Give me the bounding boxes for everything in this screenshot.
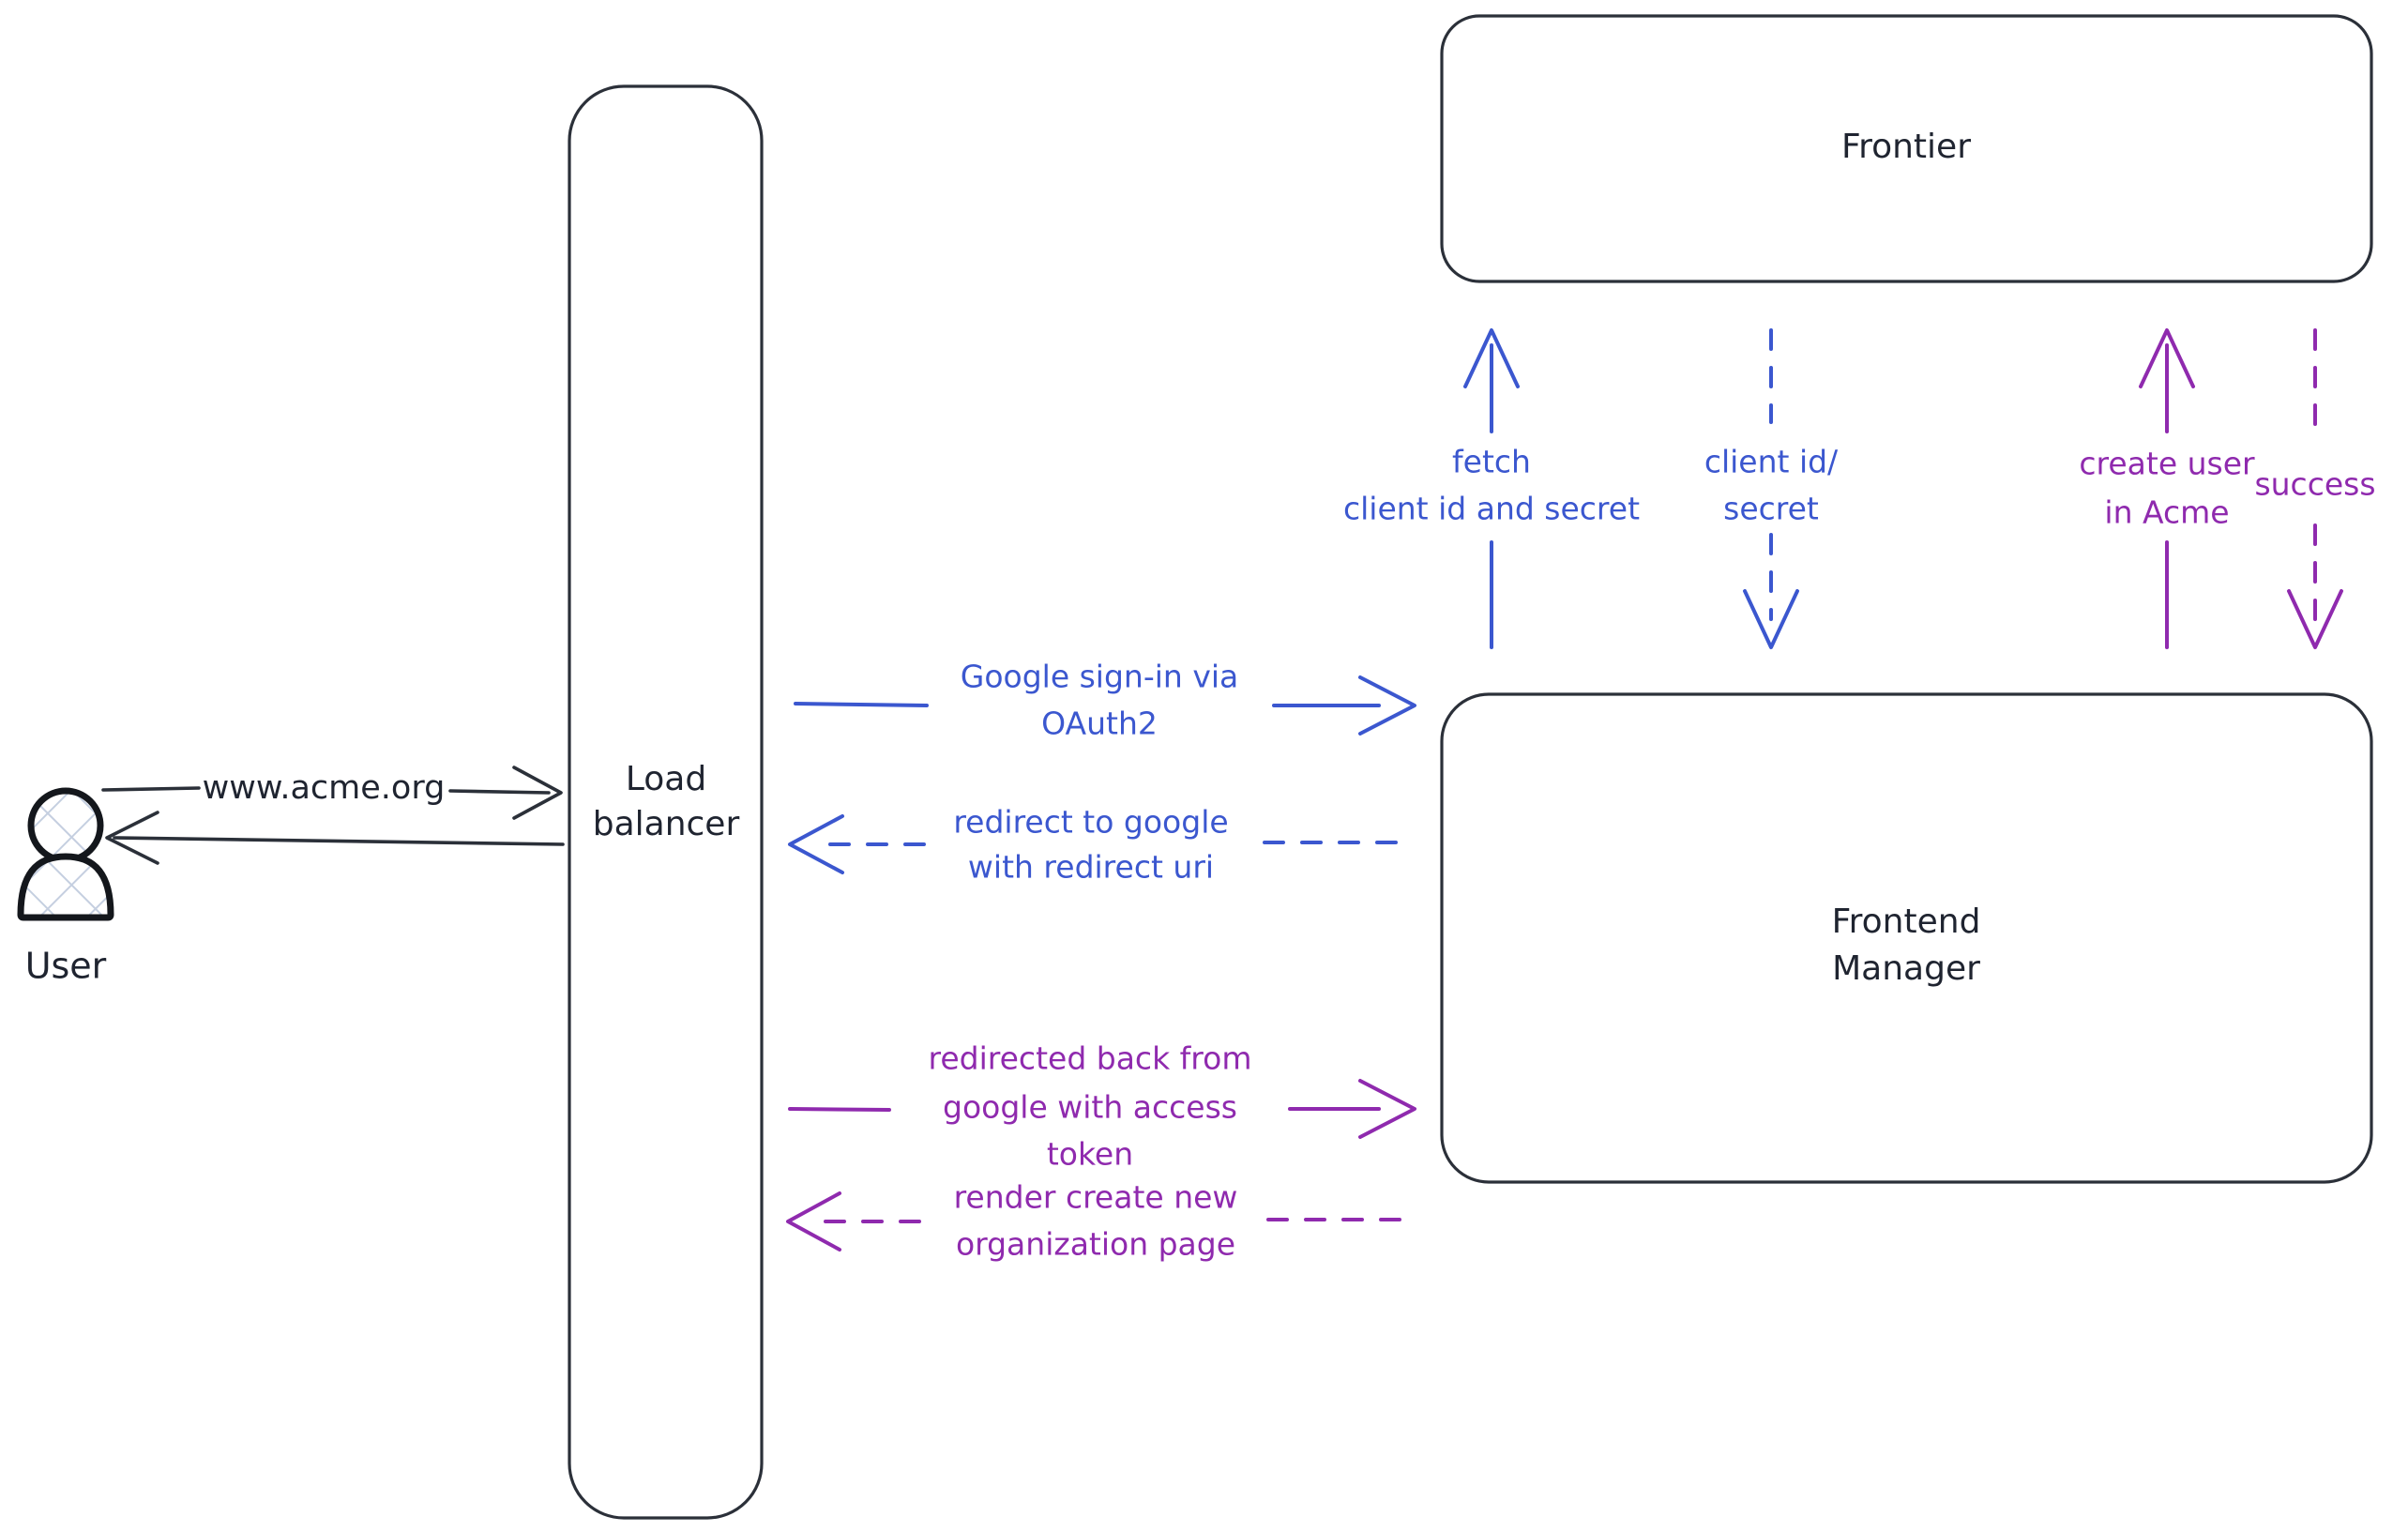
edge-create-user-label-line1: create user <box>2079 446 2255 482</box>
edge-user-to-lb-line-right <box>448 789 551 795</box>
edge-user-to-lb-label: www.acme.org <box>203 769 446 807</box>
user-body <box>17 853 114 921</box>
load-balancer-label-line1: Load <box>626 760 706 798</box>
edge-redirect-label-line1: redirect to google <box>953 804 1228 841</box>
edge-render-label-line1: render create new <box>954 1179 1238 1216</box>
edge-signin-label-line2: OAuth2 <box>1041 705 1158 742</box>
edge-fetch-label-line2: client id and secret <box>1343 491 1640 527</box>
edge-frontier-to-fm-success[interactable]: success <box>2254 328 2376 649</box>
edge-token-arrowhead <box>1358 1079 1416 1139</box>
edge-creds-label-line1: client id/ <box>1704 444 1839 480</box>
edge-signin-label-line1: Google sign-in via <box>961 659 1238 695</box>
node-load-balancer[interactable]: Load balancer <box>568 84 764 1520</box>
edge-lb-to-user-line <box>113 836 565 846</box>
edge-frontier-to-fm-creds[interactable]: client id/ secret <box>1704 328 1839 649</box>
edge-create-user-label-line2: in Acme <box>2104 494 2229 531</box>
edge-redirect-label-line2: with redirect uri <box>968 849 1214 886</box>
edge-fm-to-frontier-fetch[interactable]: fetch client id and secret <box>1343 328 1640 649</box>
edge-creds-arrowhead <box>1743 589 1799 649</box>
frontend-manager-label-line2: Manager <box>1832 949 1980 988</box>
edge-lb-to-user[interactable] <box>105 811 565 865</box>
edge-fetch-label-line1: fetch <box>1452 444 1531 480</box>
edge-create-user-arrowhead <box>2139 328 2195 388</box>
edge-token-label-line3: token <box>1047 1136 1133 1173</box>
edge-fm-to-lb-redirect[interactable]: redirect to google with redirect uri <box>788 804 1409 886</box>
edge-user-to-lb-line-left <box>101 786 201 792</box>
actor-user[interactable]: User <box>17 787 114 987</box>
user-label: User <box>25 946 107 987</box>
edge-token-label-line1: redirected back from <box>929 1040 1252 1077</box>
node-frontier[interactable]: Frontier <box>1440 14 2373 283</box>
edge-creds-label-line2: secret <box>1723 491 1819 527</box>
frontier-label: Frontier <box>1841 128 1971 166</box>
node-frontend-manager[interactable]: Frontend Manager <box>1440 692 2373 1184</box>
edge-signin-arrowhead <box>1358 675 1416 736</box>
edge-lb-to-fm-signin[interactable]: Google sign-in via OAuth2 <box>794 659 1416 742</box>
load-balancer-box[interactable] <box>568 84 764 1520</box>
frontier-box[interactable] <box>1440 14 2373 283</box>
edge-success-label: success <box>2254 466 2375 503</box>
edge-render-arrowhead <box>786 1191 841 1251</box>
edge-user-to-lb-arrowhead <box>512 766 563 820</box>
edge-success-arrowhead <box>2287 589 2343 649</box>
frontend-manager-box[interactable] <box>1440 692 2373 1184</box>
edge-lb-to-user-arrowhead <box>105 811 159 865</box>
load-balancer-label-line2: balancer <box>593 805 740 843</box>
edge-token-label-line2: google with access <box>943 1089 1237 1126</box>
edge-fm-to-lb-render[interactable]: render create new organization page <box>786 1179 1409 1263</box>
user-head <box>27 787 104 864</box>
edge-render-label-line2: organization page <box>956 1226 1235 1263</box>
edge-token-line-left <box>788 1107 891 1112</box>
edge-user-to-lb[interactable]: www.acme.org <box>101 766 563 820</box>
edge-lb-to-fm-token[interactable]: redirected back from google with access … <box>788 1040 1416 1173</box>
edge-fetch-arrowhead <box>1463 328 1520 388</box>
edge-signin-line-left <box>794 702 929 707</box>
frontend-manager-label-line1: Frontend <box>1832 903 1981 941</box>
edge-redirect-arrowhead <box>788 814 844 874</box>
edge-fm-to-frontier-create-user[interactable]: create user in Acme <box>2079 328 2255 649</box>
